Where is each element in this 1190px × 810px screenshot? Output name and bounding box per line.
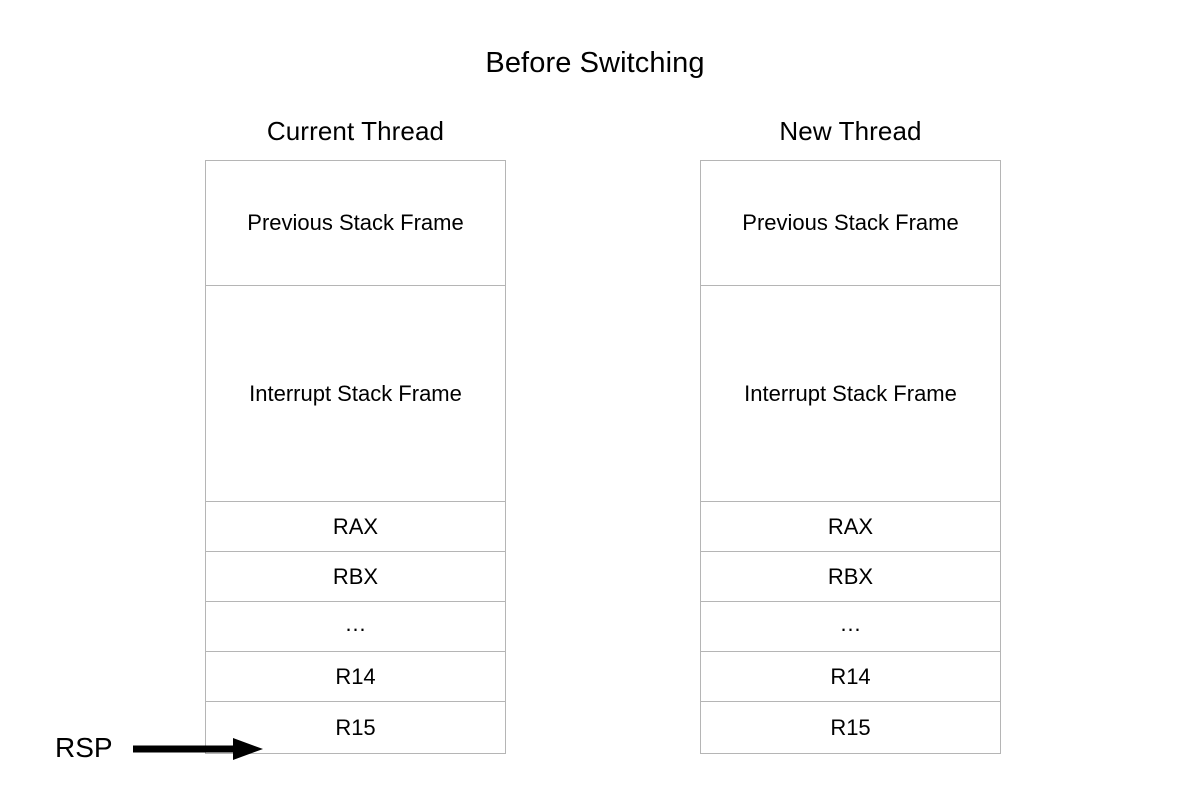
stack-cell-interrupt-frame: Interrupt Stack Frame: [701, 286, 1000, 502]
stack-cell-register-r15: R15: [206, 702, 505, 753]
stack-cell-label: RBX: [332, 563, 379, 589]
column-heading-new-thread: New Thread: [779, 116, 922, 146]
stack-cell-previous-frame: Previous Stack Frame: [701, 161, 1000, 286]
stack-cell-label: Previous Stack Frame: [742, 210, 959, 235]
page-title: Before Switching: [485, 47, 705, 79]
stack-cell-register-rbx: RBX: [206, 552, 505, 602]
stack-cell-label: R14: [830, 663, 871, 689]
column-heading-current-thread: Current Thread: [266, 116, 445, 146]
rsp-pointer: RSP: [55, 728, 263, 776]
stack-new-thread: Previous Stack Frame Interrupt Stack Fra…: [700, 160, 1001, 754]
stack-cell-register-ellipsis: …: [701, 602, 1000, 652]
stack-cell-label: Interrupt Stack Frame: [249, 380, 462, 406]
stack-cell-register-r14: R14: [206, 652, 505, 702]
stack-cell-previous-frame: Previous Stack Frame: [206, 161, 505, 286]
stack-cell-label: R15: [335, 714, 376, 740]
stack-cell-interrupt-frame: Interrupt Stack Frame: [206, 286, 505, 502]
stack-cell-label: RAX: [332, 513, 379, 539]
stack-cell-label: …: [344, 610, 367, 636]
stack-cell-register-r14: R14: [701, 652, 1000, 702]
stack-current-thread: Previous Stack Frame Interrupt Stack Fra…: [205, 160, 506, 754]
stack-cell-label: RBX: [827, 563, 874, 589]
rsp-pointer-label: RSP: [55, 732, 113, 763]
rsp-arrow-icon: [133, 738, 263, 760]
stack-cell-label: R14: [335, 663, 376, 689]
stack-cell-label: R15: [830, 714, 871, 740]
stack-cell-register-rax: RAX: [206, 502, 505, 552]
stack-cell-register-rax: RAX: [701, 502, 1000, 552]
stack-cell-register-ellipsis: …: [206, 602, 505, 652]
stack-cell-label: …: [839, 610, 862, 636]
stack-cell-label: Previous Stack Frame: [247, 210, 464, 235]
stack-cell-register-rbx: RBX: [701, 552, 1000, 602]
stack-cell-register-r15: R15: [701, 702, 1000, 753]
stack-cell-label: Interrupt Stack Frame: [744, 380, 957, 406]
stack-cell-label: RAX: [827, 513, 874, 539]
